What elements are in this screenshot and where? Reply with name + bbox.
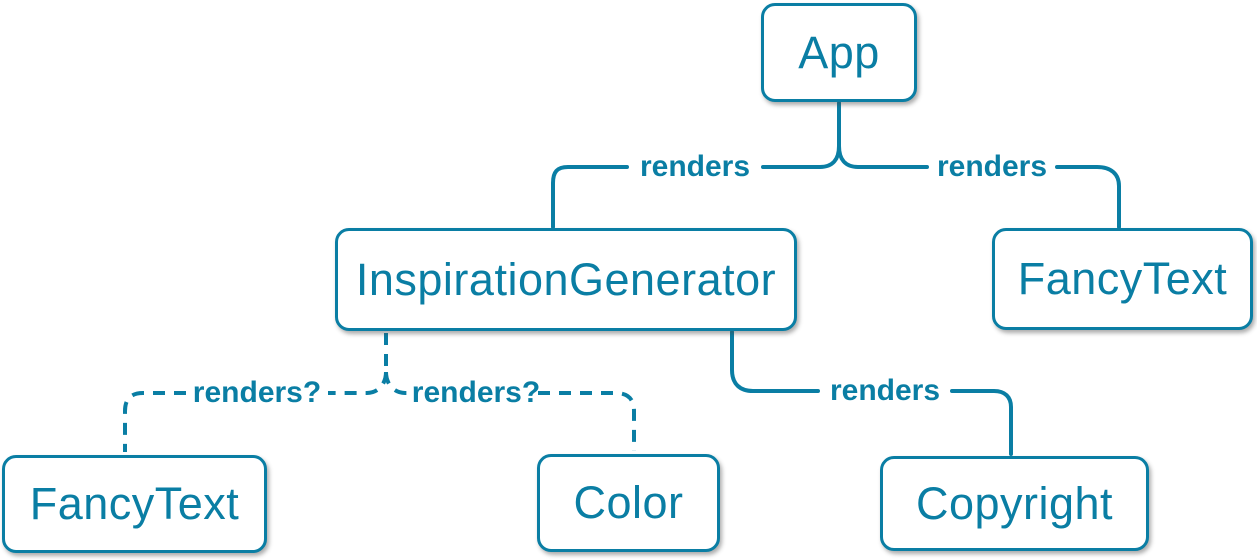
node-color-label: Color: [573, 477, 684, 528]
edge-app-inspirationgenerator-elbow: [551, 165, 629, 229]
edge-label-ig-fancytext: renders?: [192, 376, 322, 409]
node-fancy-text-bottom-label: FancyText: [29, 478, 240, 529]
edge-app-inspirationgenerator-branch: [761, 144, 841, 169]
edge-ig-copyright-elbow: [950, 389, 1013, 456]
node-copyright-label: Copyright: [915, 477, 1114, 529]
node-app: App: [761, 3, 917, 102]
edge-app-fancytext-branch: [837, 144, 929, 169]
edge-label-ig-color: renders?: [411, 376, 541, 409]
node-copyright: Copyright: [880, 456, 1149, 551]
edge-ig-color-branch: [384, 371, 414, 395]
edge-ig-copyright-branch: [730, 330, 820, 393]
edge-app-fancytext-elbow: [1055, 165, 1121, 229]
edge-ig-fancytext-elbow: [123, 391, 186, 452]
node-inspiration-generator: InspirationGenerator: [335, 228, 797, 331]
node-app-label: App: [798, 26, 880, 78]
node-color: Color: [537, 454, 720, 552]
node-fancy-text-top: FancyText: [992, 228, 1253, 330]
node-fancy-text-bottom: FancyText: [2, 455, 267, 553]
edge-label-ig-copyright: renders: [829, 374, 941, 407]
edge-label-app-inspirationgenerator: renders: [639, 150, 751, 183]
edge-ig-color-elbow: [538, 391, 636, 451]
node-inspiration-generator-label: InspirationGenerator: [355, 253, 777, 305]
node-fancy-text-top-label: FancyText: [1017, 253, 1228, 304]
edge-ig-fancytext-branch: [328, 371, 388, 395]
edge-label-app-fancytext: renders: [936, 150, 1048, 183]
